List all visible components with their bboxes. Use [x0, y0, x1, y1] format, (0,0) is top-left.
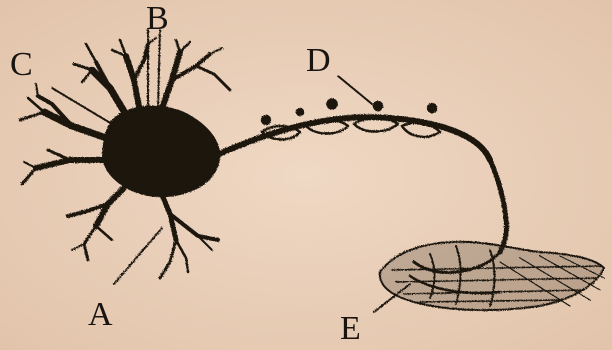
label-b: B	[146, 2, 169, 36]
label-e: E	[340, 312, 361, 346]
label-a: A	[88, 298, 113, 332]
label-d: D	[306, 44, 331, 78]
label-c: C	[10, 48, 33, 82]
